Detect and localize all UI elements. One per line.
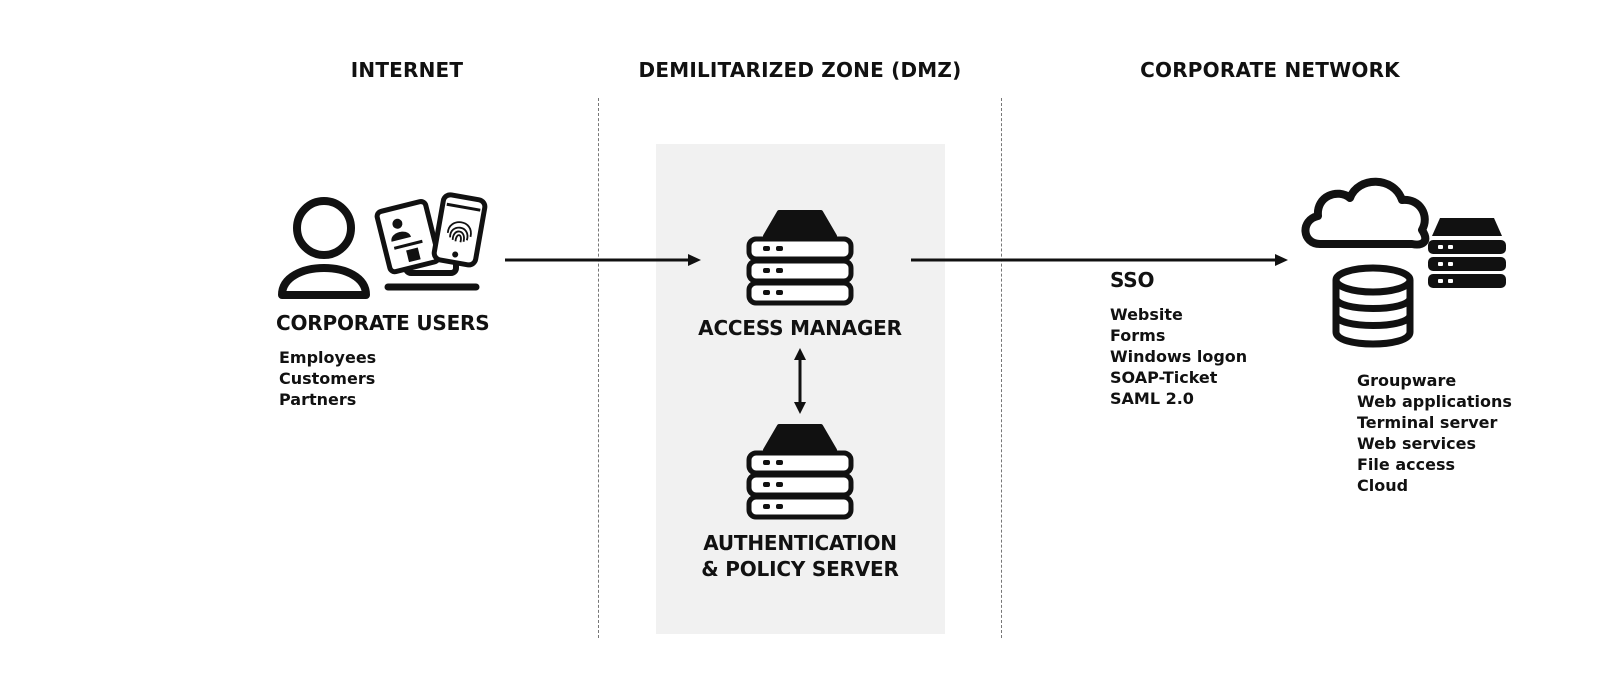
- arrow-access-manager-to-corporate: [911, 254, 1288, 266]
- backend-icon-group: [1301, 177, 1506, 348]
- list-item: Forms: [1110, 326, 1166, 345]
- list-item: Website: [1110, 305, 1183, 324]
- zone-title-dmz: DEMILITARIZED ZONE (DMZ): [638, 58, 962, 82]
- corporate-users-icon-group: [278, 192, 488, 299]
- corporate-users-list: Employees Customers Partners: [279, 347, 376, 410]
- list-item: SOAP-Ticket: [1110, 368, 1218, 387]
- backend-services-list: Groupware Web applications Terminal serv…: [1357, 370, 1512, 496]
- phone-fingerprint-icon: [431, 192, 488, 268]
- list-item: Groupware: [1357, 371, 1457, 390]
- list-item: Cloud: [1357, 476, 1409, 495]
- auth-server-icon: [746, 424, 854, 520]
- access-manager-title: ACCESS MANAGER: [698, 316, 902, 340]
- auth-server-title-line2: & POLICY SERVER: [701, 557, 899, 581]
- id-card-icon: [374, 199, 442, 275]
- list-item: Partners: [279, 390, 357, 409]
- list-item: Web applications: [1357, 392, 1512, 411]
- zone-title-corporate-network: CORPORATE NETWORK: [1140, 58, 1400, 82]
- auth-server-title-line1: AUTHENTICATION: [703, 531, 897, 555]
- zone-divider-right: [1001, 98, 1002, 638]
- arrow-users-to-access-manager: [505, 254, 701, 266]
- auth-server-title: AUTHENTICATION & POLICY SERVER: [650, 530, 950, 582]
- person-icon: [278, 197, 370, 299]
- corporate-users-title: CORPORATE USERS: [276, 311, 490, 335]
- sso-list: Website Forms Windows logon SOAP-Ticket …: [1110, 304, 1247, 409]
- list-item: Windows logon: [1110, 347, 1248, 366]
- list-item: Terminal server: [1357, 413, 1498, 432]
- arrow-access-manager-auth-server: [794, 348, 806, 414]
- database-icon: [1332, 264, 1414, 348]
- sso-title: SSO: [1110, 268, 1155, 292]
- zone-divider-left: [598, 98, 599, 638]
- list-item: SAML 2.0: [1110, 389, 1194, 408]
- list-item: File access: [1357, 455, 1455, 474]
- cloud-icon: [1301, 177, 1430, 249]
- access-manager-server-icon: [746, 210, 854, 306]
- zone-title-internet: INTERNET: [350, 58, 464, 82]
- list-item: Web services: [1357, 434, 1476, 453]
- list-item: Customers: [279, 369, 376, 388]
- list-item: Employees: [279, 348, 377, 367]
- server-stack-icon: [1428, 218, 1506, 288]
